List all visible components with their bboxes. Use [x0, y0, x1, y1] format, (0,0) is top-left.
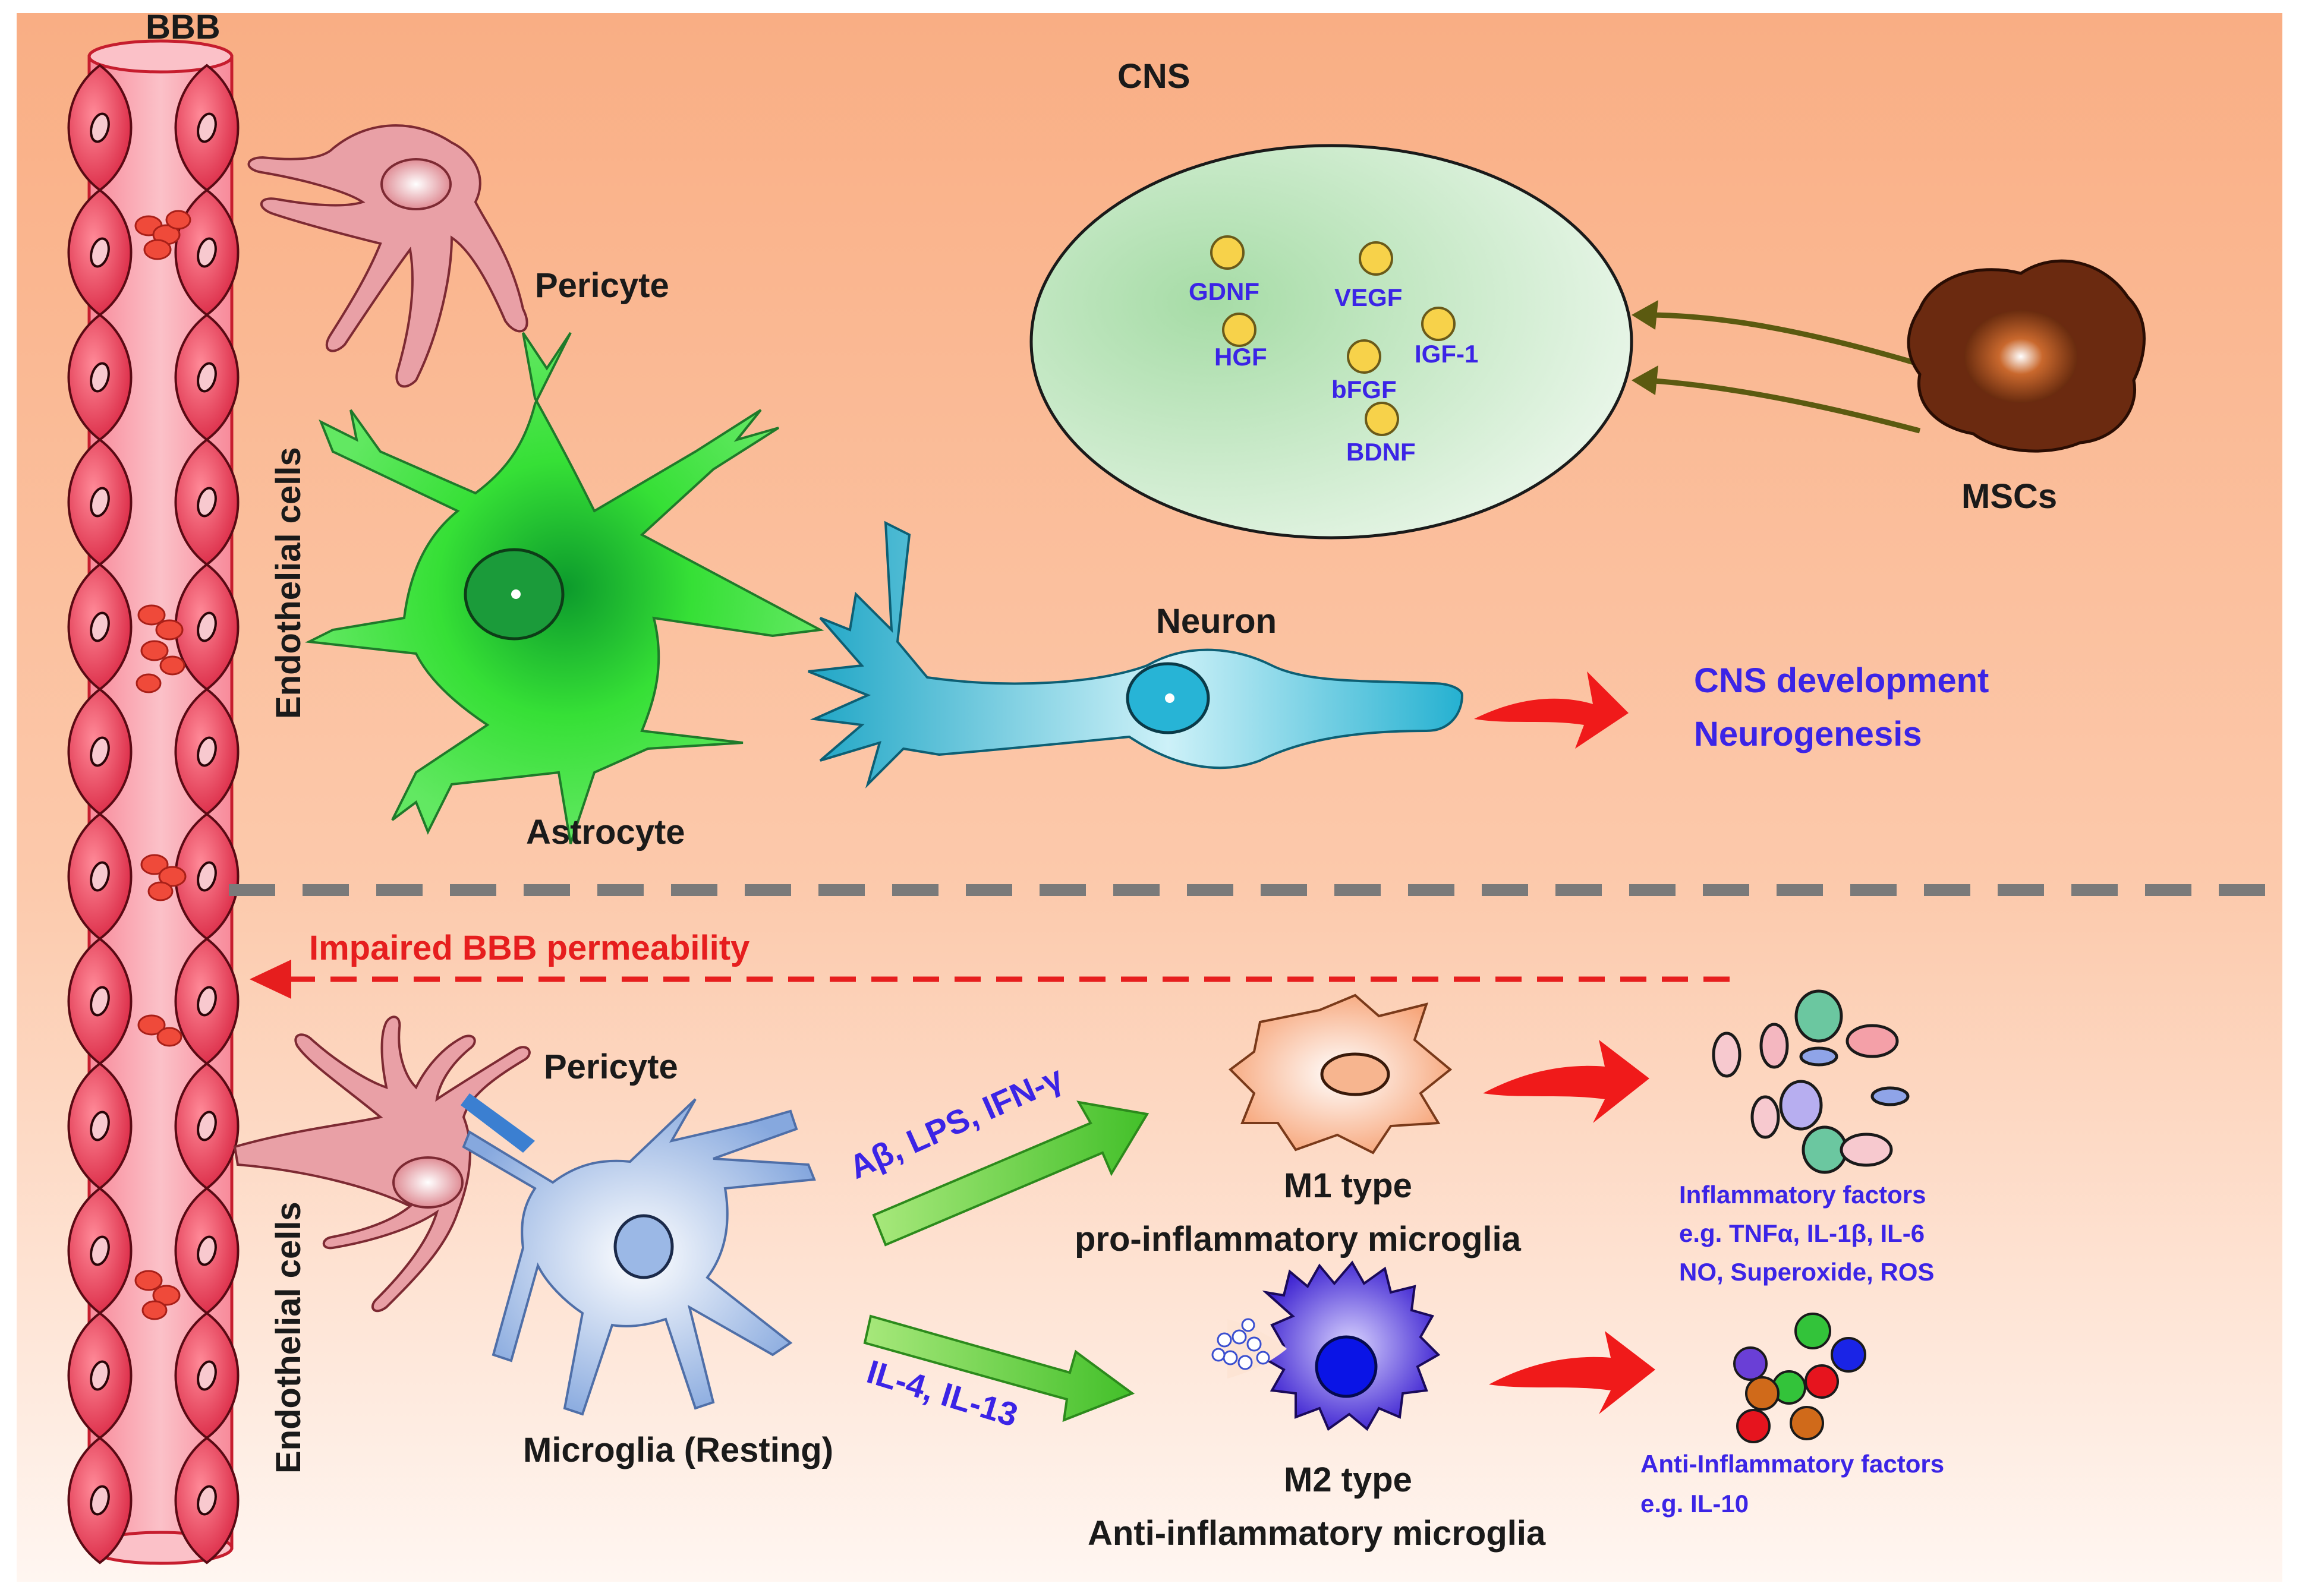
- growth-factor-dots: [1210, 235, 1456, 436]
- factor-vegf: VEGF: [1334, 283, 1402, 311]
- m2-microglia: [1211, 1260, 1441, 1431]
- endothelial-top-label: Endothelial cells: [269, 447, 308, 719]
- endothelial-cell-nucleus: [90, 1111, 110, 1141]
- endothelial-cell-nucleus: [90, 611, 110, 642]
- microglia-resting: [462, 1098, 816, 1416]
- bbb-label: BBB: [146, 8, 221, 46]
- endothelial-cell-nucleus: [197, 1485, 217, 1516]
- endothelial-cell-nucleus: [197, 611, 217, 642]
- neurogenesis-arrow: [1474, 671, 1629, 749]
- m2-output-arrow: [1489, 1331, 1655, 1414]
- pericyte-bottom: [233, 1015, 535, 1313]
- endothelial-cell-nucleus: [197, 736, 217, 767]
- m2-title: M2 type: [1284, 1461, 1412, 1499]
- m2-subtitle: Anti-inflammatory microglia: [1088, 1514, 1546, 1553]
- endothelial-cells-right: [174, 64, 240, 1565]
- endothelial-cell-nucleus: [197, 1235, 217, 1266]
- endothelial-cell-nucleus: [90, 487, 110, 518]
- msc-secretion-arrows: [1646, 312, 1921, 434]
- endothelial-cell-nucleus: [90, 362, 110, 393]
- endothelial-cell-nucleus: [197, 112, 217, 143]
- msc-cell: [1907, 259, 2146, 453]
- factor-bdnf: BDNF: [1346, 438, 1416, 466]
- factor-gdnf: GDNF: [1189, 277, 1259, 305]
- anti-inflammatory-particles: [1733, 1313, 1866, 1443]
- factor-bfgf: bFGF: [1331, 376, 1397, 403]
- cns-development-label: CNS development: [1694, 661, 1989, 700]
- endothelial-bottom-label: Endothelial cells: [269, 1201, 308, 1474]
- endothelial-cell-nucleus: [90, 736, 110, 767]
- pericyte-bottom-label: Pericyte: [544, 1048, 678, 1086]
- astrocyte-label: Astrocyte: [526, 813, 685, 851]
- neuron: [808, 521, 1464, 788]
- endothelial-cell-nucleus: [90, 237, 110, 268]
- factor-hgf: HGF: [1214, 343, 1267, 371]
- m1-title: M1 type: [1284, 1166, 1412, 1205]
- inflammatory-line3: NO, Superoxide, ROS: [1679, 1258, 1934, 1286]
- cns-label: CNS: [1117, 57, 1190, 96]
- red-blood-cells: [134, 210, 191, 1320]
- microglia-resting-label: Microglia (Resting): [523, 1431, 833, 1469]
- endothelial-cell-nucleus: [90, 112, 110, 143]
- endothelial-cell-nucleus: [197, 986, 217, 1017]
- inflammatory-particles: [1712, 989, 1910, 1174]
- neurogenesis-label: Neurogenesis: [1694, 715, 1922, 753]
- inflammatory-title: Inflammatory factors: [1679, 1181, 1926, 1209]
- endothelial-cell-nucleus: [197, 1111, 217, 1141]
- inflammatory-line2: e.g. TNFα, IL-1β, IL-6: [1679, 1219, 1925, 1247]
- endothelial-cell-nucleus: [90, 986, 110, 1017]
- pericyte-top-label: Pericyte: [535, 266, 669, 305]
- m2-activation-arrow: [863, 1314, 1135, 1422]
- endothelial-cell-nucleus: [197, 487, 217, 518]
- neuron-label: Neuron: [1156, 602, 1277, 641]
- m1-output-arrow: [1483, 1040, 1649, 1123]
- endothelial-cells-left: [67, 64, 133, 1565]
- endothelial-cell-nucleus: [90, 1485, 110, 1516]
- blood-vessel: [67, 39, 240, 1565]
- factor-igf1: IGF-1: [1415, 340, 1478, 368]
- m1-microglia: [1228, 993, 1453, 1155]
- anti-inflammatory-title: Anti-Inflammatory factors: [1640, 1450, 1944, 1478]
- pericyte-top: [247, 124, 528, 388]
- endothelial-cell-nucleus: [90, 1360, 110, 1391]
- secretome-oval: [1029, 144, 1633, 540]
- endothelial-cell-nucleus: [90, 1235, 110, 1266]
- m1-activation-arrow: [872, 1100, 1150, 1247]
- mscs-label: MSCs: [1961, 477, 2057, 516]
- m1-subtitle: pro-inflammatory microglia: [1075, 1220, 1522, 1258]
- astrocyte: [305, 332, 824, 844]
- endothelial-cell-nucleus: [197, 362, 217, 393]
- endothelial-cell-nucleus: [197, 861, 217, 892]
- anti-inflammatory-line2: e.g. IL-10: [1640, 1490, 1749, 1518]
- endothelial-cell-nucleus: [90, 861, 110, 892]
- impaired-bbb-label: Impaired BBB permeability: [309, 929, 749, 967]
- endothelial-cell-nucleus: [197, 237, 217, 268]
- endothelial-cell-nucleus: [197, 1360, 217, 1391]
